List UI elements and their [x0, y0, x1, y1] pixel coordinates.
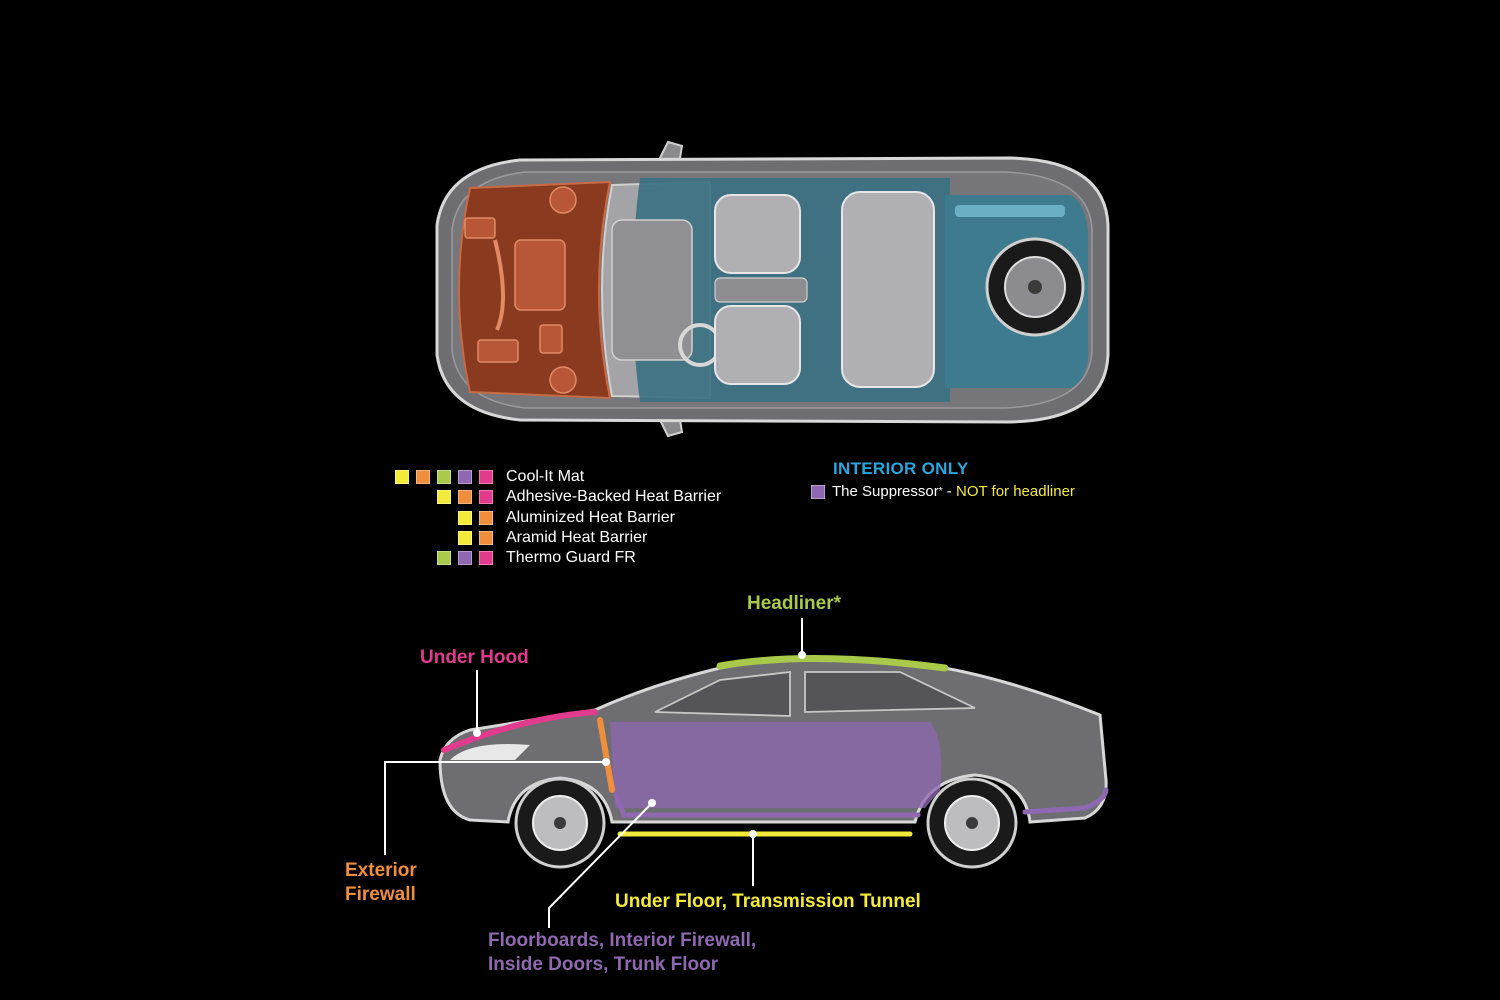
legend-swatch-pink: [479, 490, 493, 505]
legend-label: Aramid Heat Barrier: [506, 528, 648, 546]
side-view-car: [438, 655, 1109, 869]
legend-swatch-orange: [479, 530, 493, 545]
top-view-car: [435, 140, 1110, 438]
legend-label: Cool-It Mat: [506, 468, 585, 485]
side-window-front: [654, 670, 791, 717]
headliner-stroke: [716, 655, 949, 672]
floor-purple-stroke: [613, 792, 921, 818]
legend-row: Aramid Heat Barrier: [458, 528, 647, 548]
suppressor-swatch: [811, 484, 825, 499]
legend-label: Thermo Guard FR: [506, 549, 636, 567]
headliner-label: Headliner*: [747, 593, 841, 614]
suppressor-note: NOT for headliner: [955, 483, 1075, 500]
legend-swatch-yellow: [458, 510, 472, 525]
floorboards-leader: [548, 802, 653, 928]
legend-swatch-yellow: [458, 530, 472, 545]
legend-swatch-orange: [479, 510, 493, 525]
legend-swatch-yellow: [395, 470, 409, 484]
trunk-strip: [955, 205, 1065, 217]
legend-swatch-green: [437, 470, 451, 484]
exterior-firewall-label-1: Exterior: [345, 860, 417, 881]
floorboards-label-1: Floorboards, Interior Firewall,: [488, 930, 757, 951]
exterior-firewall-label-2: Firewall: [345, 884, 416, 905]
legend-row: Aluminized Heat Barrier: [458, 508, 675, 528]
leader-lines: [384, 618, 806, 928]
under-hood-label: Under Hood: [420, 647, 529, 668]
rear-wheel: [926, 777, 1018, 869]
legend-label: Adhesive-Backed Heat Barrier: [506, 488, 722, 506]
legend-swatch-orange: [416, 470, 430, 484]
legend-swatch-green: [437, 551, 451, 566]
under-floor-label: Under Floor, Transmission Tunnel: [615, 891, 921, 912]
legend-label: Aluminized Heat Barrier: [506, 508, 675, 526]
legend-row: Adhesive-Backed Heat Barrier: [437, 487, 721, 507]
legend-swatch-pink: [479, 470, 493, 484]
legend-swatch-purple: [458, 470, 472, 484]
interior-only-row: The Suppressor* - NOT for headliner: [811, 483, 1075, 500]
interior-purple: [610, 722, 942, 808]
legend-row: Thermo Guard FR: [437, 548, 636, 568]
legend-swatch-orange: [458, 490, 472, 505]
center-console: [714, 277, 808, 303]
headlight: [450, 744, 530, 760]
floorboards-label-2: Inside Doors, Trunk Floor: [488, 954, 719, 975]
side-window-rear: [804, 671, 976, 713]
suppressor-separator: -: [942, 483, 956, 500]
legend-swatch-purple: [458, 551, 472, 566]
front-wheel: [514, 777, 606, 869]
legend-swatch-yellow: [437, 490, 451, 505]
engine-parts: [464, 186, 577, 394]
suppressor-label: The Suppressor: [832, 483, 939, 500]
firewall-leader: [384, 761, 606, 855]
legend-row: Cool-It Mat: [395, 467, 584, 487]
legend-swatch-pink: [479, 551, 493, 566]
under-hood-stroke: [441, 709, 598, 753]
seats: [714, 191, 935, 388]
dashboard: [611, 219, 693, 361]
suppressor-asterisk: *: [938, 486, 943, 497]
interior-only-title: INTERIOR ONLY: [833, 459, 969, 478]
firewall-stroke: [597, 717, 615, 793]
trunk-purple-stroke: [1022, 787, 1109, 815]
spare-wheel: [985, 237, 1085, 337]
